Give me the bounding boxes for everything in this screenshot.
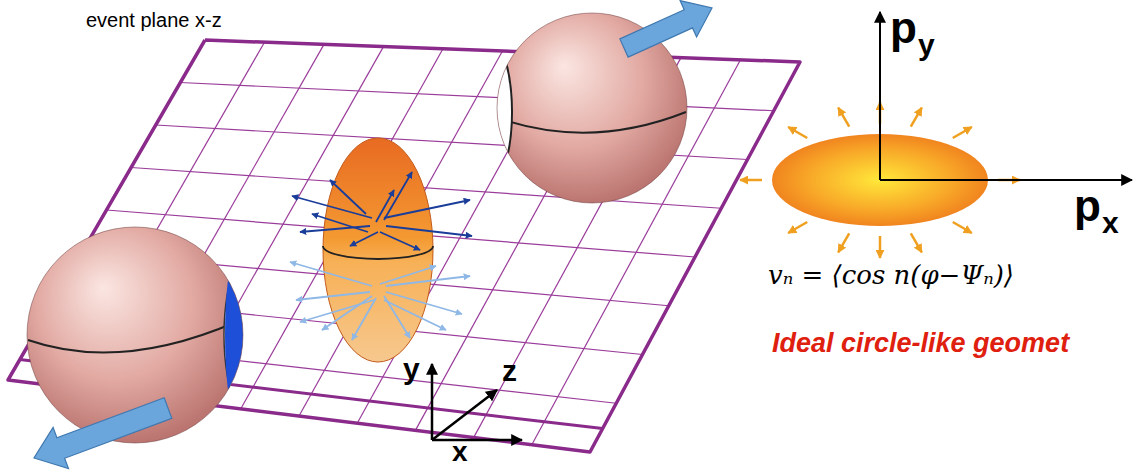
axis-label: y [403, 354, 420, 384]
flow-formula: vₙ = ⟨cos n(φ−Ψₙ)⟩ [768, 262, 1014, 288]
momentum-subscript: x [1102, 208, 1119, 238]
px-axis [880, 179, 1132, 181]
axis-label: z [502, 356, 517, 386]
cut-face-blue [225, 255, 247, 415]
emission-arrow [838, 233, 849, 252]
flow-arrow [352, 298, 376, 340]
momentum-label: p [1074, 184, 1101, 228]
flow-arrow [292, 196, 372, 218]
nucleus-equator [28, 322, 236, 352]
momentum-subscript: y [918, 30, 935, 60]
emission-arrow [953, 127, 972, 138]
flow-arrow [380, 266, 436, 284]
overlap-region [323, 138, 433, 362]
emission-arrow [879, 236, 882, 258]
emission-arrow [838, 108, 849, 127]
flow-arrow [386, 292, 462, 314]
momentum-label: p [890, 6, 917, 50]
plane-label: event plane x-z [86, 10, 222, 30]
emission-arrow [911, 108, 922, 127]
direction-arrow [34, 398, 172, 469]
flow-arrow [300, 300, 374, 322]
y-axis [431, 364, 434, 440]
flow-arrow [384, 300, 446, 330]
emission-arrow [788, 222, 807, 233]
z-axis [432, 390, 497, 440]
direction-arrow [620, 1, 712, 58]
flow-arrow [386, 226, 472, 236]
illustration-part [428, 16, 512, 208]
py-axis [879, 12, 881, 180]
grid-line [299, 51, 503, 416]
momentum-axes [880, 12, 1132, 180]
flow-arrow [330, 180, 366, 214]
motion-arrows [34, 1, 712, 469]
flow-arrows [290, 172, 472, 340]
nucleus-equator [498, 112, 686, 133]
flow-arrow [376, 190, 394, 222]
emission-arrow [788, 127, 807, 138]
cut-face [428, 16, 512, 208]
flow-arrow [296, 292, 370, 300]
geometry-note: Ideal circle-like geomet [772, 330, 1069, 357]
axis-label: x [452, 438, 468, 466]
almond-shape [323, 138, 433, 362]
flow-arrow [290, 262, 372, 286]
flow-arrow [384, 200, 470, 218]
flow-arrow [380, 232, 420, 250]
flow-arrow [350, 232, 378, 246]
emission-arrow [911, 233, 922, 252]
x-axis [432, 439, 522, 442]
emission-arrow [953, 222, 972, 233]
flow-arrow [312, 214, 368, 232]
emission-arrow [740, 179, 762, 182]
